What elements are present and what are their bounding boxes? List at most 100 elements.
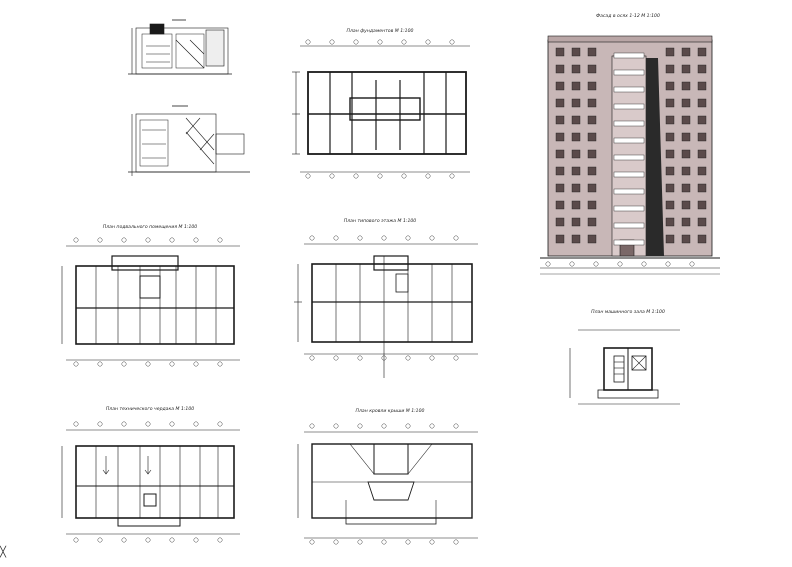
facade-window: [697, 64, 707, 74]
axis-bubble: [309, 539, 315, 545]
facade-window: [697, 81, 707, 91]
axis-bubble: [145, 361, 151, 367]
facade-window: [571, 47, 581, 57]
axis-bubble: [381, 539, 387, 545]
facade-window: [681, 81, 691, 91]
axis-bubble: [73, 237, 79, 243]
axis-bubble: [73, 421, 79, 427]
axis-bubble: [449, 39, 455, 45]
facade-window: [681, 47, 691, 57]
axis-bubble: [121, 237, 127, 243]
facade-window: [697, 183, 707, 193]
facade-window: [697, 115, 707, 125]
basement-plan-title: План подвального помещения М 1:100: [103, 224, 198, 230]
axis-bubble: [381, 235, 387, 241]
facade-window: [571, 115, 581, 125]
facade-window: [555, 183, 565, 193]
axis-bubble: [309, 235, 315, 241]
facade-window: [665, 166, 675, 176]
facade-window: [681, 200, 691, 210]
facade-balcony: [613, 86, 645, 93]
facade-window: [587, 98, 597, 108]
facade-window: [555, 166, 565, 176]
facade-window: [665, 64, 675, 74]
axis-bubble: [401, 173, 407, 179]
axis-bubble: [333, 423, 339, 429]
axis-bubble: [357, 423, 363, 429]
facade-window: [587, 234, 597, 244]
foundation-plan-title: План фундаментов М 1:100: [347, 28, 414, 34]
facade-window: [587, 81, 597, 91]
axis-bubble: [169, 237, 175, 243]
axis-bubble: [333, 235, 339, 241]
axis-bubble: [97, 537, 103, 543]
facade-window: [571, 234, 581, 244]
roof-plan-title: План кровли крыши М 1:100: [356, 408, 425, 414]
axis-bubble: [545, 261, 551, 267]
axis-bubble: [169, 537, 175, 543]
facade-window: [697, 47, 707, 57]
axis-bubble: [429, 235, 435, 241]
axis-bubble: [217, 421, 223, 427]
facade-window: [571, 132, 581, 142]
axis-bubble: [145, 237, 151, 243]
facade-window: [555, 98, 565, 108]
axis-bubble: [329, 39, 335, 45]
axis-bubble: [97, 421, 103, 427]
axis-bubble: [73, 361, 79, 367]
axis-bubble: [217, 237, 223, 243]
facade-window: [571, 81, 581, 91]
axis-bubble: [377, 39, 383, 45]
facade-window: [665, 47, 675, 57]
facade-window: [665, 132, 675, 142]
axis-bubble: [217, 537, 223, 543]
facade-window: [681, 132, 691, 142]
facade-window: [587, 132, 597, 142]
axis-bubble: [333, 539, 339, 545]
facade-window: [697, 166, 707, 176]
axis-bubble: [377, 173, 383, 179]
facade-window: [571, 166, 581, 176]
facade-window: [665, 115, 675, 125]
basement-plan: [61, 245, 240, 361]
foundation-plan: [292, 45, 470, 173]
axis-bubble: [309, 423, 315, 429]
axis-bubble: [617, 261, 623, 267]
axis-bubble: [305, 39, 311, 45]
axis-bubble: [357, 235, 363, 241]
axis-bubble: [353, 173, 359, 179]
axis-markers: [73, 39, 695, 545]
axis-bubble: [665, 261, 671, 267]
axis-bubble: [401, 39, 407, 45]
facade-balcony: [613, 52, 645, 59]
facade-window: [665, 183, 675, 193]
facade-window: [681, 234, 691, 244]
axis-bubble: [145, 421, 151, 427]
facade-balcony: [613, 69, 645, 76]
roof-plan: [297, 431, 478, 539]
typical-floor-plan: [294, 243, 478, 378]
axis-bubble: [169, 421, 175, 427]
facade-balcony: [613, 222, 645, 229]
axis-bubble: [217, 361, 223, 367]
facade-title: Фасад в осях 1-12 М 1:100: [596, 13, 660, 19]
facade-window: [697, 132, 707, 142]
facade-window: [555, 149, 565, 159]
facade-window: [681, 166, 691, 176]
axis-bubble: [453, 355, 459, 361]
axis-bubble: [641, 261, 647, 267]
building-section-upper: [128, 19, 232, 75]
facade-window: [665, 217, 675, 227]
typical-floor-plan-title: План типового этажа М 1:100: [344, 218, 417, 224]
axis-bubble: [97, 237, 103, 243]
axis-bubble: [453, 423, 459, 429]
axis-bubble: [193, 237, 199, 243]
facade-window: [555, 115, 565, 125]
facade-balconies: [613, 52, 645, 246]
axis-bubble: [309, 355, 315, 361]
axis-bubble: [333, 355, 339, 361]
facade-window: [665, 81, 675, 91]
axis-bubble: [193, 537, 199, 543]
axis-bubble: [145, 537, 151, 543]
facade-window: [587, 115, 597, 125]
